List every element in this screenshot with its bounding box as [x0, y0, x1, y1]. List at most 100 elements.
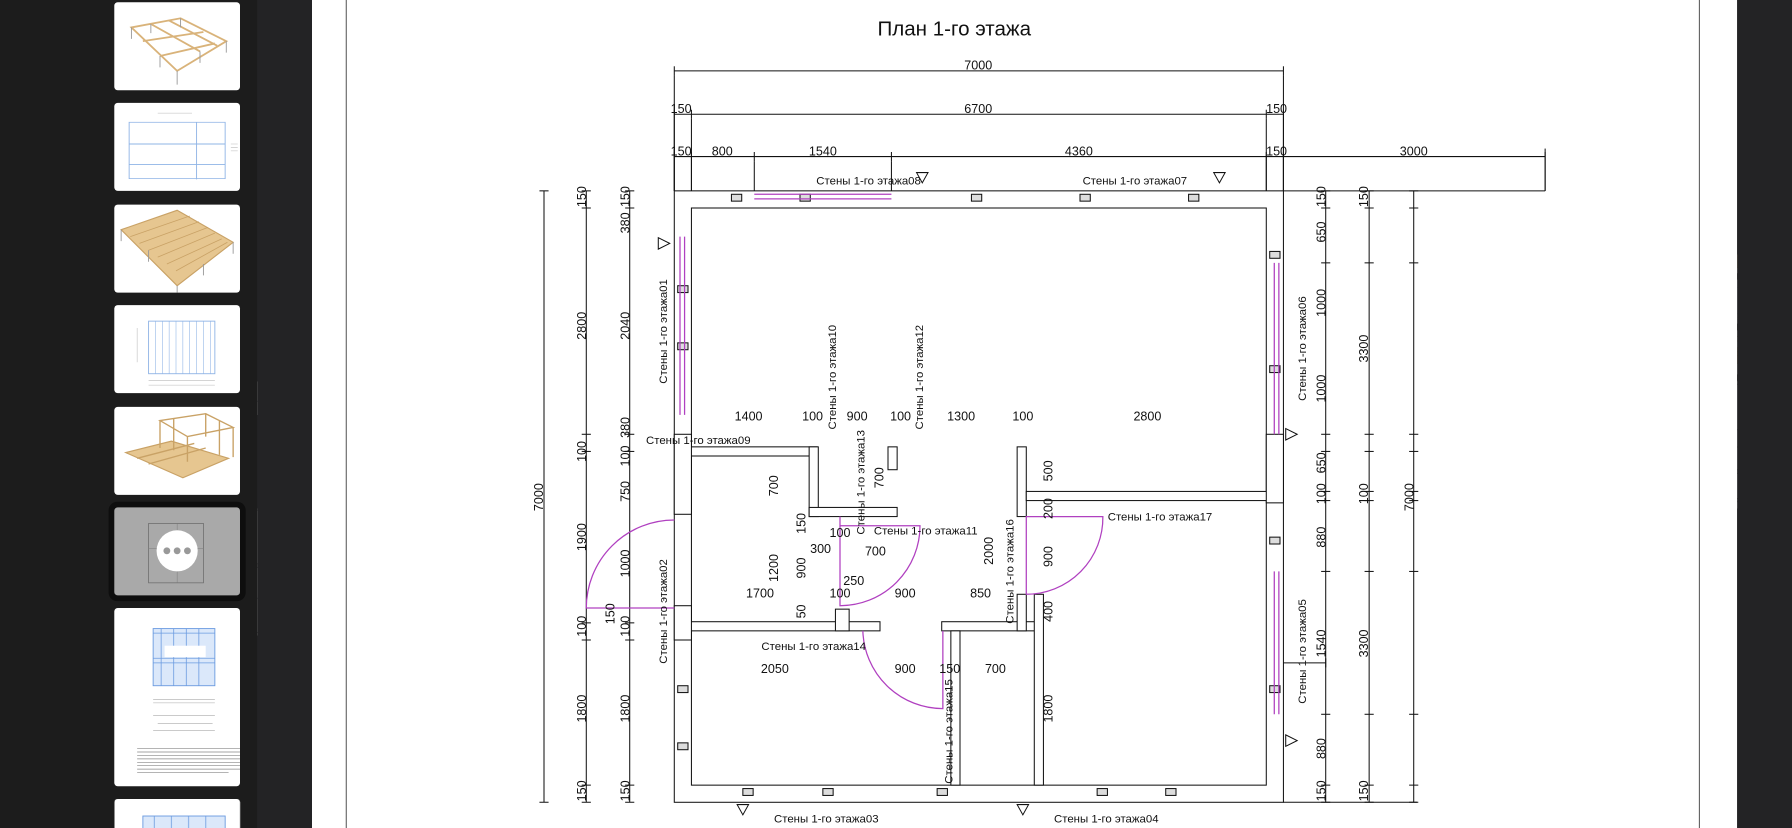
wall-panel-sheet-preview — [114, 799, 240, 828]
page-thumbnail-6-selected[interactable] — [114, 507, 240, 595]
viewer-right-margin — [1737, 0, 1792, 828]
wall-label: Стены 1-го этажа12 — [914, 325, 926, 430]
page-thumbnail-3[interactable] — [114, 205, 240, 293]
stud-mark — [1080, 194, 1090, 201]
stud-mark — [678, 286, 688, 293]
dimension-label: 1000 — [1315, 289, 1329, 317]
page-thumbnail-4[interactable] — [114, 305, 240, 393]
wall-marker-icon — [1214, 173, 1225, 183]
page-thumbnail-8[interactable] — [114, 799, 240, 828]
stud-mark — [1270, 537, 1280, 544]
dimension-label: 6700 — [964, 102, 992, 116]
dimension-label: 2800 — [575, 312, 589, 340]
stud-mark — [678, 686, 688, 693]
dimension-label: 1400 — [735, 409, 763, 423]
interior-wall — [809, 447, 818, 517]
dimension-label: 700 — [865, 544, 886, 558]
wall-label: Стены 1-го этажа13 — [856, 430, 868, 535]
dimension-label: 500 — [1041, 460, 1055, 481]
dimension-label: 150 — [1266, 144, 1287, 158]
wall-label: Стены 1-го этажа09 — [646, 435, 751, 447]
dimension-label: 100 — [830, 587, 851, 601]
dimension-label: 100 — [619, 616, 633, 637]
wall-marker-icon — [658, 238, 669, 249]
page-thumbnail-2[interactable] — [114, 103, 240, 191]
dimension-label: 880 — [1315, 527, 1329, 548]
interior-wall — [1026, 491, 1268, 500]
dimension-label: 900 — [1041, 546, 1055, 567]
3d-floor-preview — [114, 205, 240, 293]
interior-wall — [835, 609, 849, 631]
stud-mark — [731, 194, 741, 201]
dimension-label: 150 — [575, 780, 589, 801]
sidebar-divider[interactable] — [257, 0, 312, 828]
dimension-label: 100 — [830, 526, 851, 540]
wall-label: Стены 1-го этажа15 — [944, 679, 956, 784]
stud-mark — [743, 789, 753, 796]
dimension-label: 150 — [1357, 186, 1371, 207]
stud-mark — [678, 343, 688, 350]
interior-wall — [682, 622, 880, 631]
wall-marker-icon — [1017, 805, 1028, 815]
dimension-label: 380 — [619, 212, 633, 233]
dimension-label: 1800 — [619, 695, 633, 723]
wall-label: Стены 1-го этажа01 — [658, 279, 670, 384]
3d-house-preview — [114, 407, 240, 495]
wall-label: Стены 1-го этажа10 — [827, 325, 839, 430]
dimension-label: 150 — [604, 603, 618, 624]
interior-wall — [1266, 434, 1283, 503]
dimension-label: 150 — [619, 780, 633, 801]
stud-mark — [937, 789, 947, 796]
dimension-label: 880 — [1315, 738, 1329, 759]
dimension-label: 100 — [890, 409, 911, 423]
dimension-label: 100 — [1012, 409, 1033, 423]
dimension-label: 100 — [1315, 483, 1329, 504]
wall-panel-sheet-preview — [114, 608, 240, 786]
page-thumbnail-7[interactable] — [114, 608, 240, 786]
wall-label: Стены 1-го этажа02 — [658, 559, 670, 664]
wall-label: Стены 1-го этажа11 — [874, 525, 978, 537]
wall-label: Стены 1-го этажа14 — [761, 641, 866, 653]
interior-wall — [1034, 594, 1043, 785]
3d-frame-preview — [114, 2, 240, 90]
dimension-label: 100 — [575, 441, 589, 462]
dimension-label: 150 — [1315, 780, 1329, 801]
stud-mark — [971, 194, 981, 201]
dimension-label: 150 — [795, 513, 809, 534]
wall-label: Стены 1-го этажа05 — [1297, 599, 1309, 704]
thumbnail-sidebar — [0, 0, 257, 828]
page-thumbnail-1[interactable] — [114, 2, 240, 90]
interior-wall — [942, 622, 1043, 631]
blue-plan-preview — [114, 103, 240, 191]
dimension-label: 100 — [802, 409, 823, 423]
blue-plan-detailed-preview — [114, 305, 240, 393]
dimension-label: 3000 — [1400, 144, 1428, 158]
ellipsis-icon[interactable] — [157, 530, 198, 571]
interior-wall — [682, 447, 817, 456]
wall-marker-icon — [1286, 735, 1297, 746]
dimension-label: 100 — [575, 616, 589, 637]
wall-marker-icon — [1286, 429, 1297, 440]
drawing-title: План 1-го этажа — [877, 17, 1031, 40]
dimension-label: 1800 — [1041, 695, 1055, 723]
dimension-label: 1900 — [575, 523, 589, 551]
interior-wall — [1017, 594, 1026, 631]
interior-wall — [888, 447, 897, 470]
stud-mark — [800, 194, 810, 201]
dimension-label: 7000 — [964, 59, 992, 73]
page-thumbnail-5[interactable] — [114, 407, 240, 495]
wall-label: Стены 1-го этажа04 — [1054, 813, 1159, 825]
document-page: План 1-го этажа 700015067001501508001540… — [312, 0, 1737, 828]
stud-mark — [1189, 194, 1199, 201]
dimension-label: 2050 — [761, 662, 789, 676]
dimension-label: 400 — [1041, 601, 1055, 622]
dimension-label: 1200 — [767, 554, 781, 582]
dimension-label: 700 — [985, 662, 1006, 676]
dimension-label: 1540 — [1315, 629, 1329, 657]
dimension-label: 1300 — [947, 409, 975, 423]
stud-mark — [1097, 789, 1107, 796]
dimension-label: 650 — [1315, 452, 1329, 473]
dimension-label: 150 — [671, 102, 692, 116]
wall-marker-icon — [737, 805, 748, 815]
dimension-label: 3300 — [1357, 335, 1371, 363]
